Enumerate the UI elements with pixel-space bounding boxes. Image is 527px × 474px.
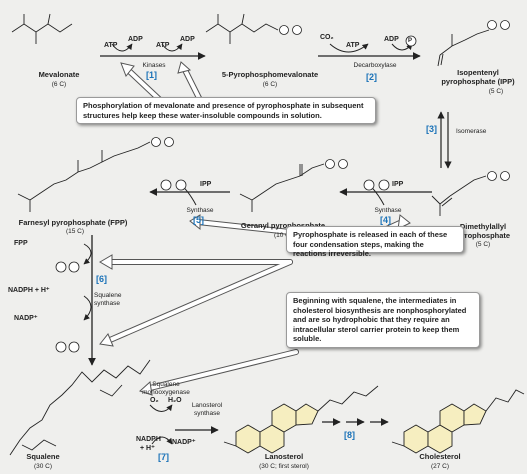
co2-label: CO₂ [320, 34, 334, 41]
lanosterol-name: Lanosterol [264, 452, 304, 461]
step7-enzyme2-line1: Lanosterol [191, 402, 223, 409]
step3-number: [3] [426, 124, 437, 134]
step1-number: [1] [146, 70, 157, 80]
nadph-label-1: NADPH + H⁺ [8, 287, 50, 294]
phosphate-circles [55, 20, 510, 353]
fpp-carbons: (15 C) [65, 228, 85, 235]
step4-enzyme: Synthase [374, 207, 402, 214]
cholesterol-name: Cholesterol [419, 452, 461, 461]
atp-label-1: ATP [104, 42, 118, 49]
ipp-structure [437, 29, 490, 67]
mevalonate-carbons: (6 C) [51, 81, 67, 88]
mevalonate-name: Mevalonate [38, 70, 80, 79]
mevalonate-structure [11, 13, 73, 44]
step7-number: [7] [158, 452, 169, 462]
nadp-label-2: NADP⁺ [172, 439, 196, 446]
lanosterol-carbons: (30 C; first sterol) [259, 463, 309, 470]
fpp-structure [17, 141, 151, 212]
step8-number: [8] [344, 430, 355, 440]
pyrophosphomevalonate-name: 5-Pyrophosphomevalonate [221, 70, 319, 79]
step6-number: [6] [96, 274, 107, 284]
note-phosphorylation: Phosphorylation of mevalonate and presen… [76, 97, 376, 124]
step7-enzyme-line2: monooxygenase [142, 389, 190, 396]
squalene-structure [9, 359, 151, 456]
fpp-reagent-label: FPP [14, 240, 28, 247]
ipp-name-line1: Isopentenyl [457, 68, 499, 77]
phosphate-label: P [408, 38, 413, 44]
step1-enzyme: Kinases [142, 62, 166, 69]
cholesterol-structure [391, 389, 525, 454]
note-squalene: Beginning with squalene, the intermediat… [286, 292, 480, 348]
pyrophosphomevalonate-structure [205, 13, 279, 44]
cholesterol-carbons: (27 C) [430, 463, 450, 470]
ipp-name-line2: pyrophosphate (IPP) [441, 77, 515, 86]
step2-number: [2] [366, 72, 377, 82]
ipp-carbons: (5 C) [488, 88, 504, 95]
ipp-reagent-label-1: IPP [392, 181, 404, 188]
gpp-name: Geranyl pyrophosphate [240, 221, 326, 230]
note-pyrophosphate: Pyrophosphate is released in each of the… [286, 226, 464, 258]
callout-arrowheads [99, 61, 411, 396]
dmapp-carbons: (5 C) [475, 241, 491, 248]
step2-enzyme: Decarboxylase [353, 62, 397, 69]
gpp-carbons: (10 C) [273, 232, 293, 239]
squalene-name: Squalene [26, 452, 60, 461]
step5-number: [5] [193, 215, 204, 225]
callout-arrows [108, 68, 404, 390]
step7-enzyme-line1: Squalene [152, 381, 180, 388]
ipp-reagent-label-2: IPP [200, 181, 212, 188]
step4-number: [4] [380, 215, 391, 225]
step6-enzyme-line2: synthase [94, 300, 121, 307]
step3-enzyme: Isomerase [456, 128, 487, 135]
dmapp-name-line1: Dimethylallyl [459, 222, 507, 231]
step6-enzyme-line1: Squalene [94, 292, 122, 299]
o2-label: O₂ [150, 397, 159, 404]
adp-label-1: ADP [128, 36, 143, 43]
squalene-carbons: (30 C) [33, 463, 53, 470]
step7-enzyme2-line2: synthase [193, 410, 221, 417]
atp-label-3: ATP [346, 42, 360, 49]
pyrophosphomevalonate-carbons: (6 C) [262, 81, 278, 88]
step5-enzyme: Synthase [186, 207, 214, 214]
atp-label-2: ATP [156, 42, 170, 49]
nadph-label-2b: + H⁺ [140, 445, 155, 452]
nadph-label-2a: NADPH [136, 436, 161, 443]
lanosterol-structure [223, 385, 379, 454]
fpp-name: Farnesyl pyrophosphate (FPP) [18, 218, 128, 227]
dmapp-name-line2: pyrophosphate [455, 231, 511, 240]
adp-label-3: ADP [384, 36, 399, 43]
nadp-label-1: NADP⁺ [14, 315, 38, 322]
h2o-label: H₂O [168, 397, 182, 404]
adp-label-2: ADP [180, 36, 195, 43]
gpp-structure [239, 163, 325, 212]
dmapp-structure [431, 175, 487, 216]
